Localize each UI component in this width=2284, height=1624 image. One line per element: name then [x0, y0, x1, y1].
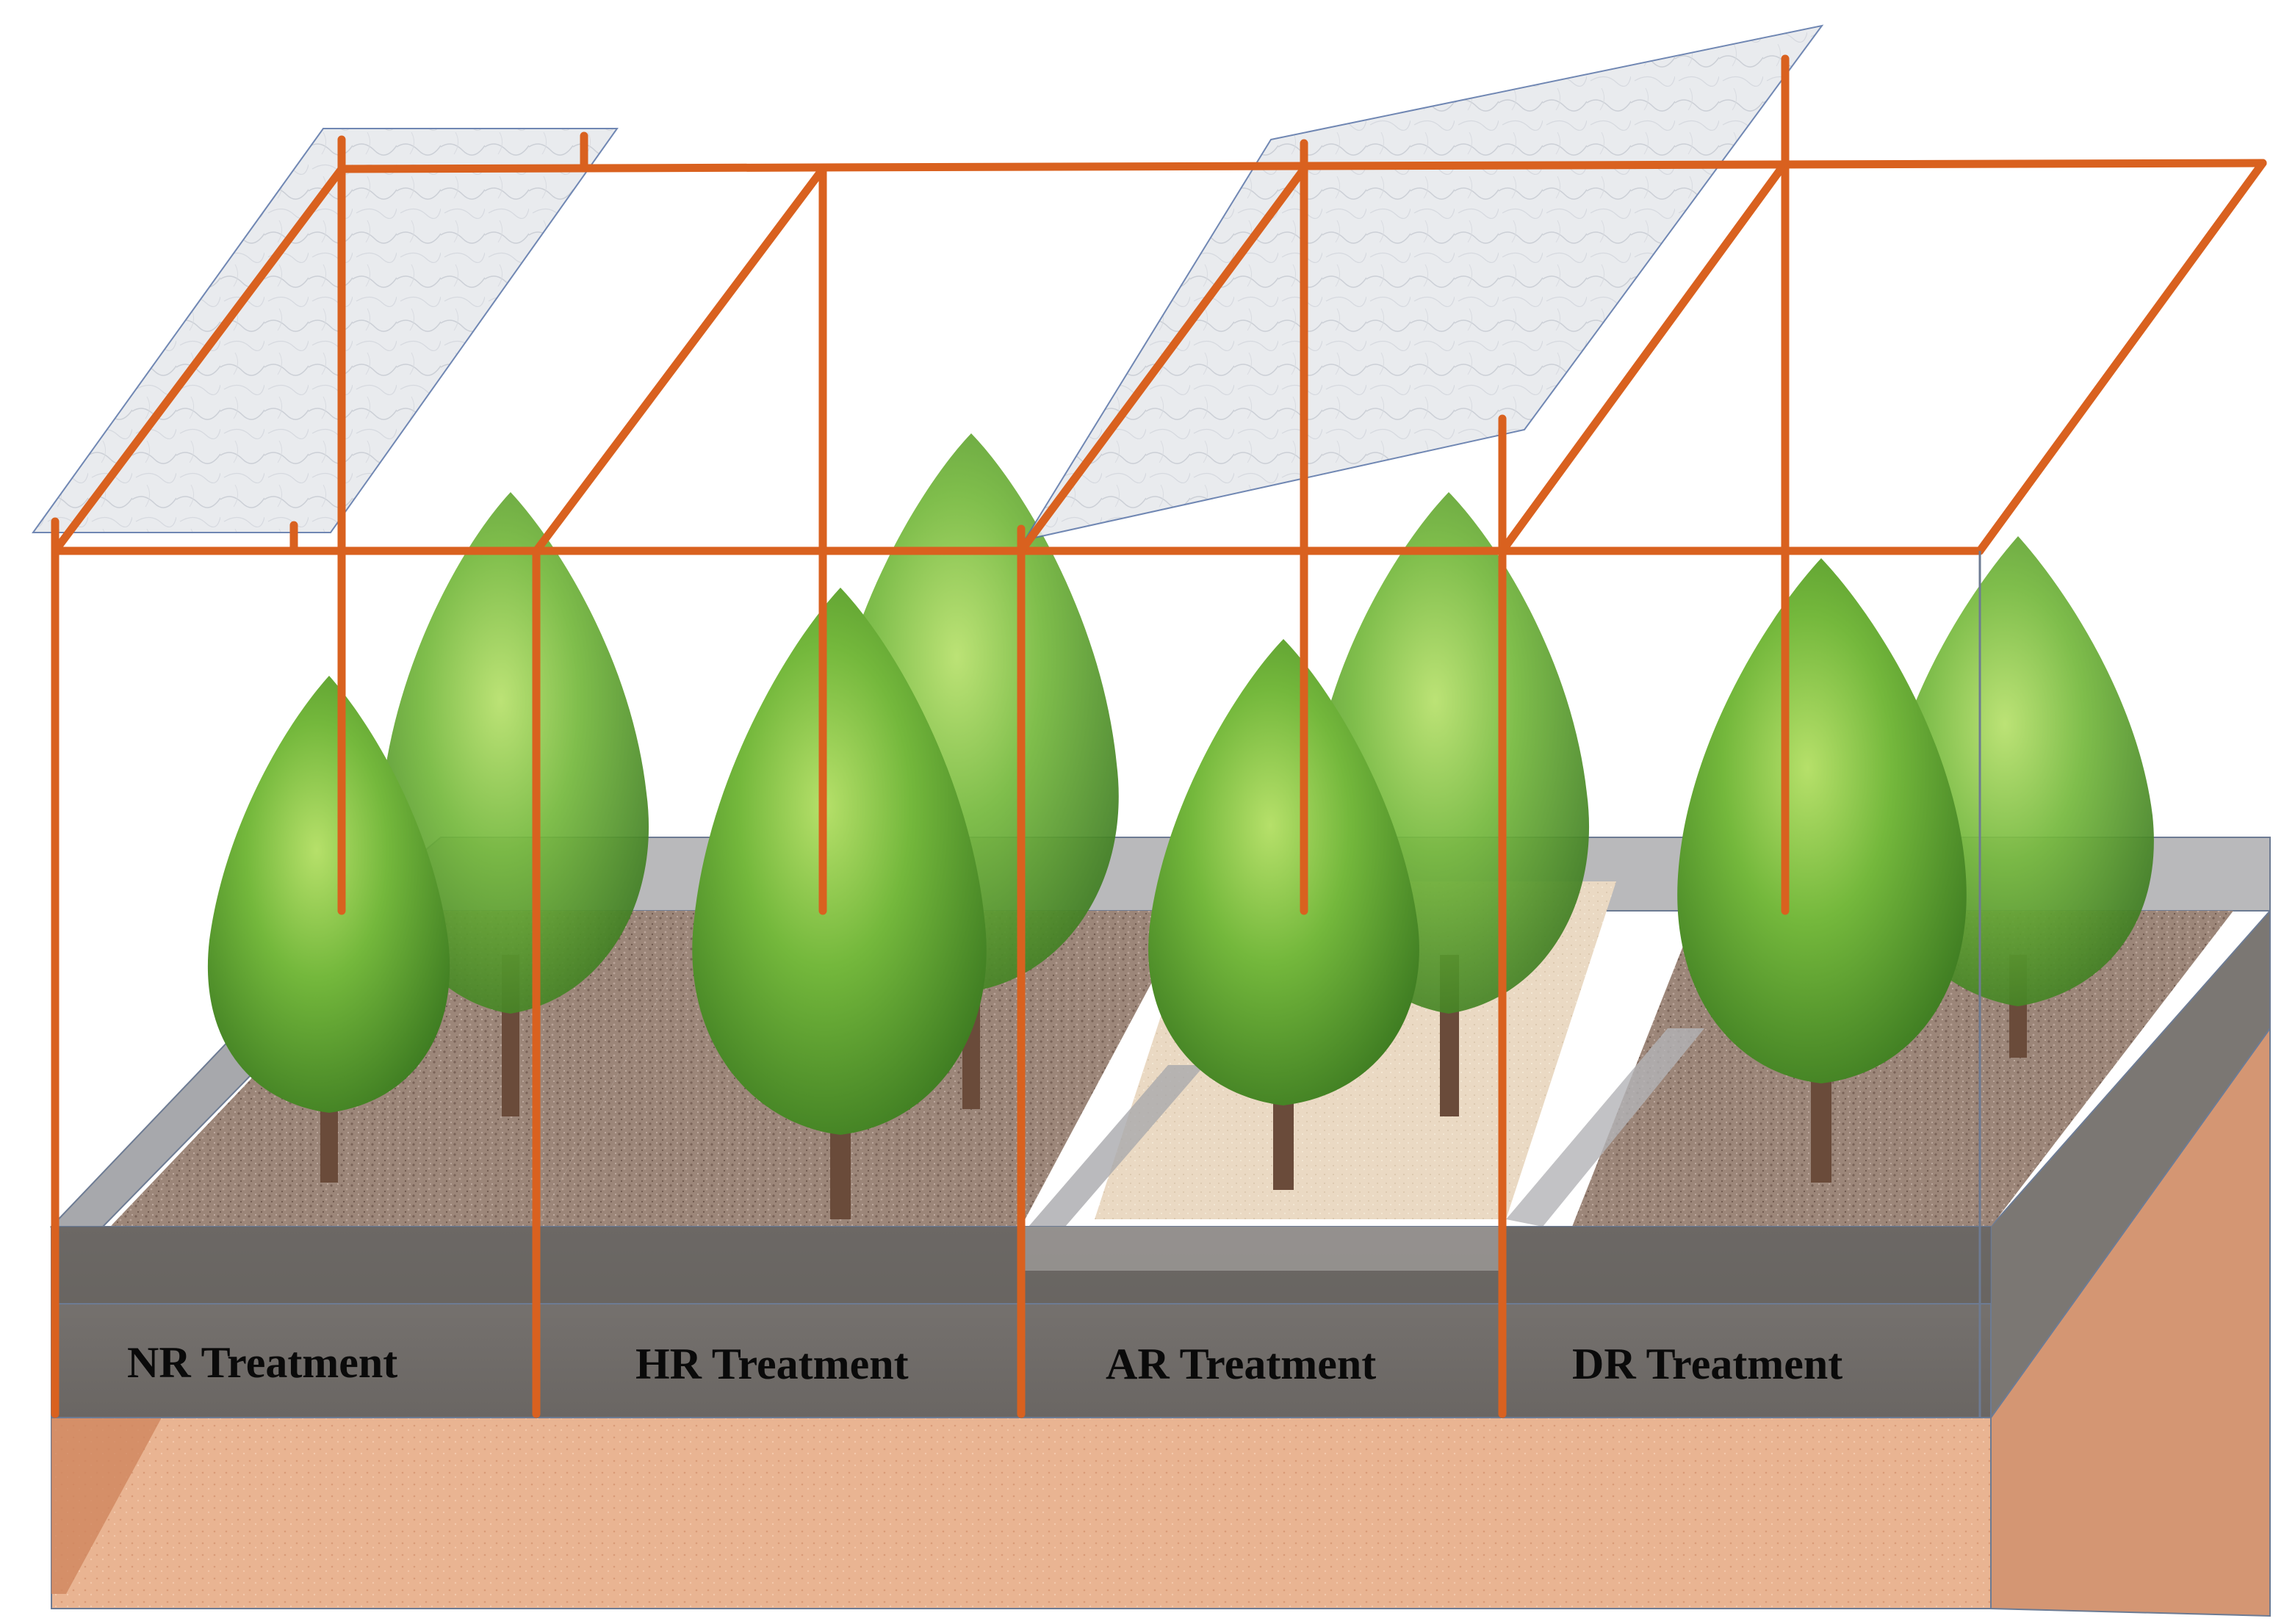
hr-treatment-label: HR Treatment: [635, 1340, 909, 1388]
rain-shelter-sheets: [33, 26, 1822, 540]
nr-treatment-label: NR Treatment: [127, 1338, 397, 1387]
dr-treatment-label: DR Treatment: [1572, 1340, 1842, 1388]
ar-treatment-label: AR Treatment: [1106, 1340, 1376, 1388]
